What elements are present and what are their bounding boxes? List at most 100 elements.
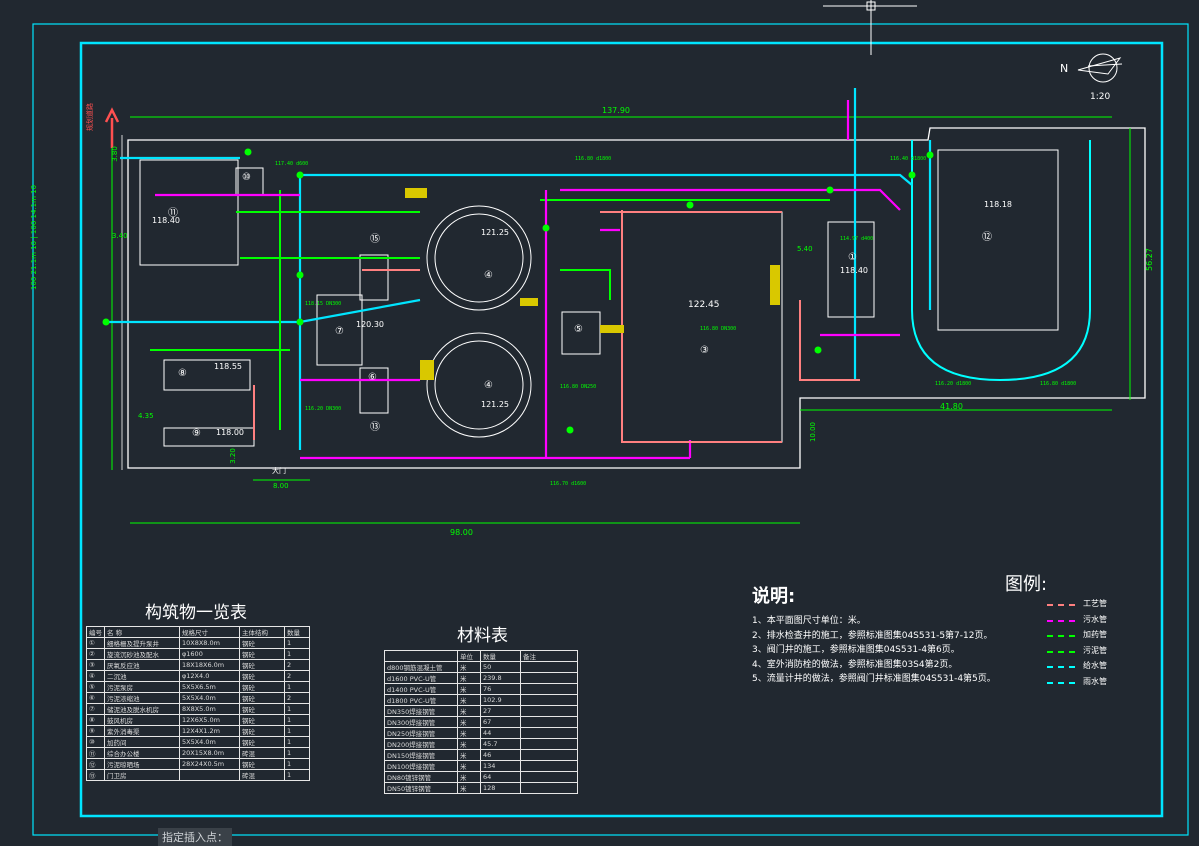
legend-item: 雨水管 [1045,676,1135,692]
legend-swatch [1047,681,1075,684]
table-cell [520,760,578,772]
table-cell: 钢砼 [239,670,285,682]
command-prompt[interactable]: 指定插入点： [158,828,232,846]
dim-right-side: 10.00 [809,421,818,443]
table-cell: 45.7 [480,738,521,750]
table-cell: 储泥池及脱水机房 [104,703,180,715]
table-cell: ⑩ [86,736,105,748]
table-cell: 46 [480,749,521,761]
table-cell [520,672,578,684]
svg-text:116.20 d1800: 116.20 d1800 [935,381,971,387]
svg-text:116.80 d1800: 116.80 d1800 [1040,381,1076,387]
table-cell: 米 [457,727,481,739]
legend-swatch [1047,604,1075,606]
building-8-elev: 118.55 [214,362,242,371]
table-cell: 污泥泵房 [104,681,180,693]
table-cell: 钢砼 [239,758,285,770]
table-cell: 27 [480,705,521,717]
building-8-id: ⑧ [178,368,187,379]
materials-table-title: 材料表 [457,626,508,646]
table-cell: 1 [284,703,310,715]
table-cell [520,661,578,673]
building-1-id: ① [848,252,857,263]
table-cell: ⑤ [86,681,105,693]
structures-table-title: 构筑物一览表 [145,603,247,623]
table-cell: 砖混 [239,769,285,781]
site-boundary [121,127,1146,470]
sewage-pipes [155,100,901,460]
legend-item: 污泥管 [1045,645,1135,661]
dimension-lines [111,116,1131,524]
dim-pipe: 5.40 [797,245,813,253]
building-6-id: ⑥ [368,372,377,383]
notes-list: 1、本平面图尺寸单位：米。2、排水检查井的施工，参照标准图集04S531-5第7… [752,614,996,687]
table-cell: 污泥浓缩池 [104,692,180,704]
table-cell: 2 [284,670,310,682]
table-cell: 砖混 [239,747,285,759]
table-cell: 1 [284,714,310,726]
table-cell: 米 [457,672,481,684]
building-12-elev: 118.18 [984,200,1012,209]
table-cell: 钢砼 [239,681,285,693]
legend-item: 给水管 [1045,660,1135,676]
table-cell: 米 [457,771,481,783]
table-cell: 米 [457,749,481,761]
table-cell [384,650,458,662]
elevation-notes: 117.40 d600 116.80 d1800 116.40 d1800 11… [275,156,1076,487]
table-cell: 5X5X4.0m [179,692,240,704]
table-cell: 1 [284,747,310,759]
table-cell: 1 [284,736,310,748]
table-cell: 钢砼 [239,648,285,660]
dim-right-bottom: 41.80 [940,402,963,411]
north-label: N [1060,62,1069,75]
legend-swatch [1047,619,1075,622]
table-cell [520,738,578,750]
table-cell: 名 称 [104,626,180,638]
table-cell: 239.8 [480,672,521,684]
entrance-arrow-icon [104,107,120,148]
table-cell: 67 [480,716,521,728]
table-cell: 44 [480,727,521,739]
table-cell [179,769,240,781]
sludge-pipes [150,190,830,430]
table-cell: 规格尺寸 [179,626,240,638]
table-cell: 编号 [86,626,105,638]
table-cell: 旋流沉砂池及配水 [104,648,180,660]
tank-4a-id: ④ [484,270,493,281]
table-cell: DN200焊接钢管 [384,738,458,750]
dim-left-c: 4.35 [138,412,154,420]
table-cell: 128 [480,782,521,794]
legend-list: 工艺管污水管加药管污泥管给水管雨水管 [1045,598,1135,691]
table-cell: 钢砼 [239,714,285,726]
building-15-id: ⑮ [370,234,380,245]
table-cell: 2 [284,659,310,671]
table-cell [520,727,578,739]
note-item: 3、阀门井的施工，参照标准图集04S531-4第6页。 [752,645,960,655]
side-road-label: 规划道路 [86,103,94,131]
building-12-id: ⑫ [982,232,992,243]
table-cell: d1600 PVC-U管 [384,672,458,684]
table-cell: DN250焊接钢管 [384,727,458,739]
table-cell: 134 [480,760,521,772]
table-cell: 米 [457,705,481,717]
tank-4b-elev: 121.25 [481,400,509,409]
table-cell: 102.9 [480,694,521,706]
svg-text:118.15 DN300: 118.15 DN300 [305,301,341,307]
table-cell: 米 [457,782,481,794]
legend-label: 污泥管 [1083,645,1107,655]
table-cell: 钢砼 [239,637,285,649]
table-cell: φ12X4.0 [179,670,240,682]
left-vertical-dim: 100 21.1m 10 | 100 14.1m 10 [30,184,38,290]
building-11-elev: 118.40 [152,216,180,225]
